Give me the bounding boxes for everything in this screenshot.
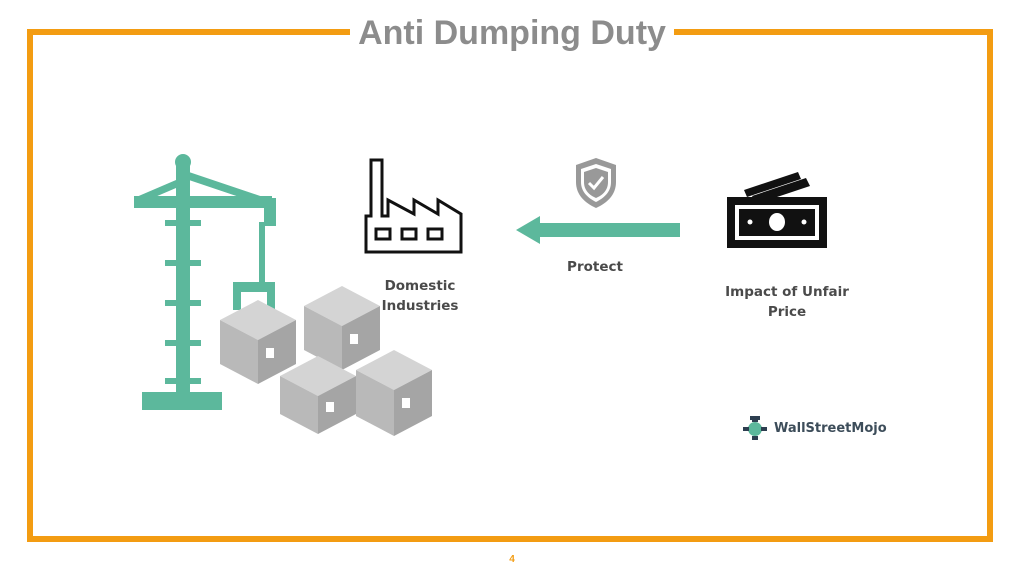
page-number: 4 bbox=[509, 554, 515, 565]
impact-of-unfair-price-label: Impact of Unfair Price bbox=[725, 284, 849, 320]
crane-icon bbox=[134, 154, 276, 410]
box bbox=[356, 350, 432, 436]
box bbox=[220, 300, 296, 384]
box bbox=[280, 356, 356, 434]
arrow-left-icon bbox=[516, 216, 680, 244]
protect-label: Protect bbox=[567, 259, 623, 275]
domestic-industries-label: Domestic Industries bbox=[381, 278, 459, 314]
shield-check-icon bbox=[576, 158, 616, 208]
brand-logo: WallStreetMojo bbox=[740, 414, 887, 442]
brand-name: WallStreetMojo bbox=[774, 420, 887, 436]
box bbox=[304, 286, 380, 370]
slide-title: Anti Dumping Duty bbox=[350, 12, 674, 54]
money-stack-icon bbox=[727, 172, 827, 248]
boxes-icon bbox=[220, 286, 432, 436]
brand-logo-icon bbox=[743, 416, 767, 440]
factory-icon bbox=[364, 158, 463, 254]
